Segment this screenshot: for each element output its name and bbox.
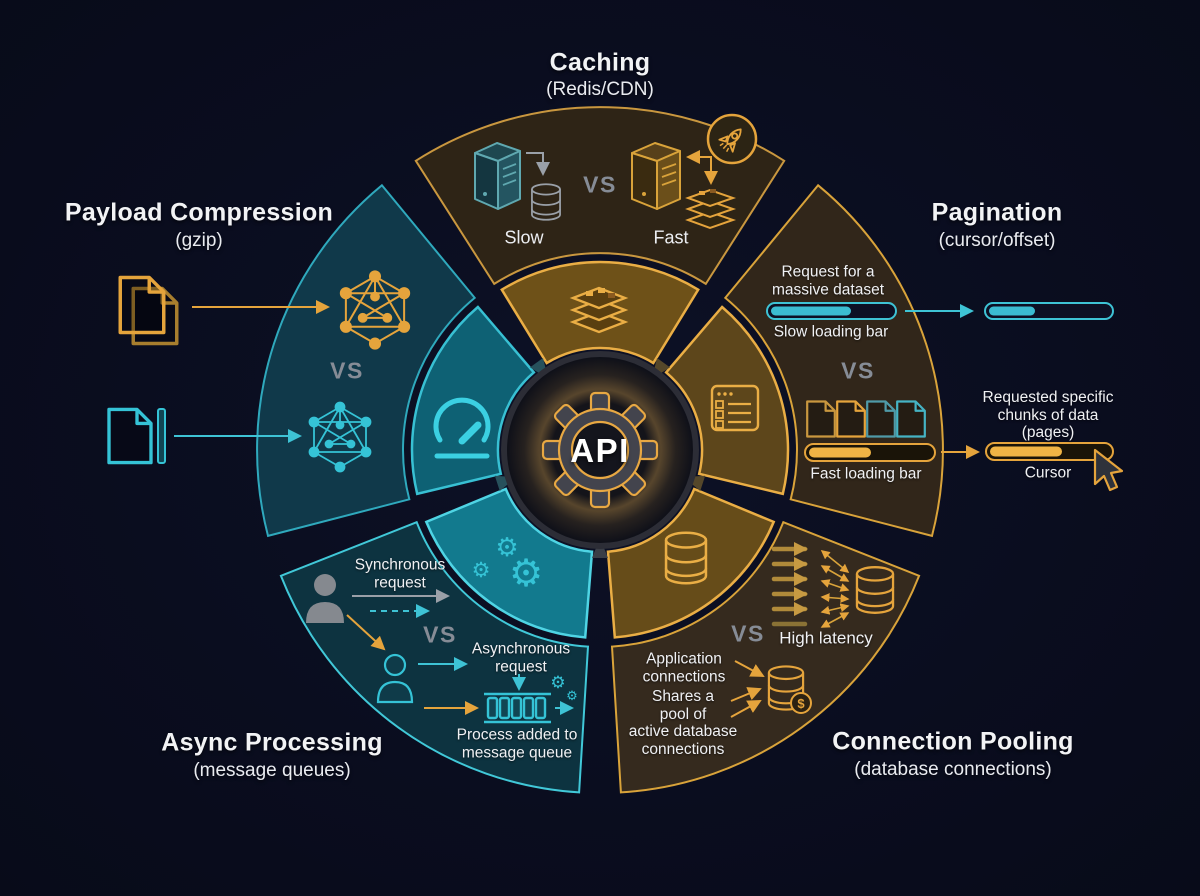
compressed-file-icon-teal <box>107 407 166 465</box>
person-icon-gray <box>306 574 344 623</box>
cursor-caption: Cursor <box>1024 464 1072 482</box>
loading-bar-slow-result <box>984 302 1114 320</box>
server-icon-fast <box>631 142 681 210</box>
svg-text:$: $ <box>797 696 805 711</box>
loading-bar-cursor <box>985 442 1114 461</box>
slow-label: Slow <box>504 227 544 248</box>
pagination-vs-label: VS <box>841 357 875 384</box>
svg-text:⚙: ⚙ <box>472 558 491 582</box>
cache-stack-icon <box>685 188 737 230</box>
gear-icon <box>541 391 659 509</box>
app-connections-caption: Application connections <box>642 650 726 686</box>
payload-title: Payload Compression <box>64 198 334 227</box>
async-vs-label: VS <box>423 621 457 648</box>
file-icon-teal <box>866 400 896 438</box>
payload-vs-label: VS <box>330 357 364 384</box>
message-queue-icon <box>484 692 551 724</box>
wedge-async-processing <box>279 520 590 794</box>
arrow-to-async-person <box>346 614 386 651</box>
api-hub <box>501 351 699 549</box>
slow-bar-caption: Slow loading bar <box>773 323 889 341</box>
redis-stack-icon <box>569 286 629 334</box>
database-dollar-icon: $ <box>767 665 812 714</box>
loading-bar-slow <box>766 302 897 320</box>
pooling-subtitle: (database connections) <box>854 759 1052 780</box>
gears-small-icon: ⚙ ⚙ <box>550 673 577 704</box>
queue-caption: Process added to message queue <box>456 726 578 762</box>
async-subtitle: (message queues) <box>193 760 351 781</box>
svg-text:⚙: ⚙ <box>509 551 543 595</box>
file-icon-gold <box>806 400 836 438</box>
pagination-title: Pagination <box>931 198 1063 227</box>
pooling-title: Connection Pooling <box>832 727 1074 756</box>
server-icon-slow <box>474 142 521 210</box>
browser-window-icon <box>710 384 760 432</box>
latency-arrows-icon <box>771 542 808 627</box>
arrow-server-cache <box>686 150 718 185</box>
cursor-pointer-icon <box>1093 448 1124 492</box>
gears-icon: ⚙ ⚙ ⚙ <box>472 533 543 595</box>
high-latency-caption: High latency <box>779 628 873 648</box>
request-caption: Request for a massive dataset <box>772 263 884 299</box>
caching-title: Caching <box>549 48 651 77</box>
arrow-pool-1 <box>730 687 762 702</box>
file-icon-teal <box>896 400 926 438</box>
inner-segment-pagination <box>664 305 790 496</box>
svg-text:⚙: ⚙ <box>566 689 578 704</box>
payload-subtitle: (gzip) <box>175 230 223 251</box>
fast-bar-caption: Fast loading bar <box>810 465 922 483</box>
caching-subtitle: (Redis/CDN) <box>546 79 654 100</box>
sync-request-caption: Synchronous request <box>354 556 446 592</box>
pooling-vs-label: VS <box>731 620 765 647</box>
pagination-subtitle: (cursor/offset) <box>938 230 1056 251</box>
latency-zigzag-arrows <box>820 550 850 628</box>
rocket-icon <box>706 113 758 165</box>
file-icon-gold <box>836 400 866 438</box>
chunks-caption: Requested specific chunks of data (pages… <box>982 388 1114 441</box>
arrow-app-connections <box>734 660 765 677</box>
async-request-caption: Asynchronous request <box>471 640 571 676</box>
pool-caption: Shares a pool of active database connect… <box>628 688 738 758</box>
person-icon-teal <box>376 653 414 704</box>
async-title: Async Processing <box>161 728 383 757</box>
documents-icon-gold <box>118 275 179 346</box>
fast-label: Fast <box>653 227 689 248</box>
arrow-server-to-db <box>526 152 550 176</box>
api-label: API <box>570 432 630 469</box>
caching-vs-label: VS <box>583 171 617 198</box>
loading-bar-fast <box>804 443 936 462</box>
svg-text:⚙: ⚙ <box>550 673 565 693</box>
inner-segment-async-processing <box>424 487 594 639</box>
speedometer-icon <box>433 397 491 459</box>
arrow-pool-2 <box>730 700 762 718</box>
svg-text:⚙: ⚙ <box>495 533 518 563</box>
